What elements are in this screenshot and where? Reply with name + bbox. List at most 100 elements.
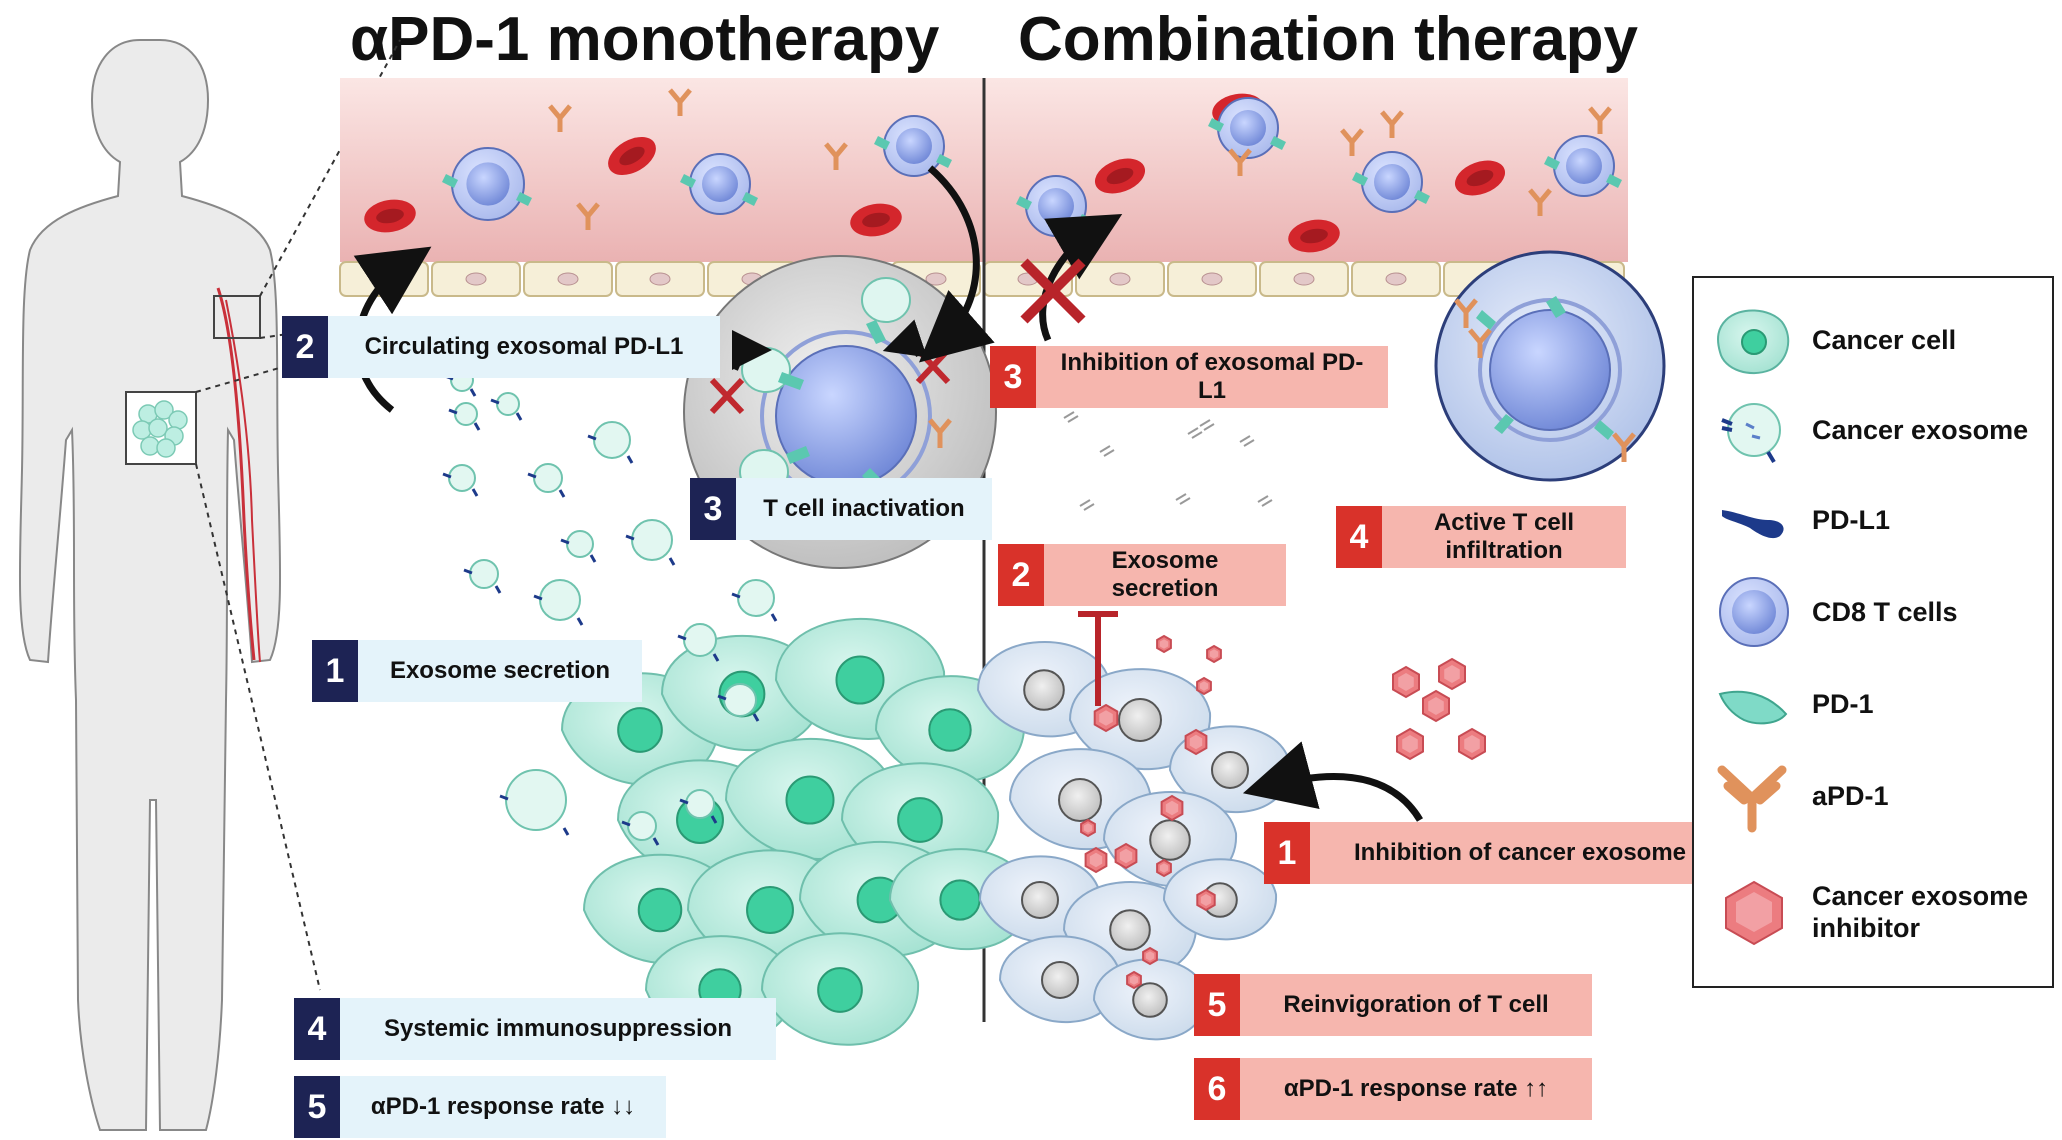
exosome-fragment [1257,495,1273,507]
tumor-mass-treated [976,641,1292,1041]
endothelial-layer [339,261,1625,297]
apd-1-antibody [1340,128,1364,156]
process-arrows [353,165,1423,822]
legend-label: PD-1 [1812,688,1874,719]
step-label: Exosome secretion [1044,544,1286,606]
red-blood-cell [850,203,902,237]
exosome-fragment [1175,493,1191,505]
step-left-2: 2 Circulating exosomal PD-L1 [282,316,720,378]
right-title: Combination therapy [1018,5,1639,74]
endothelial-nucleus [557,272,579,286]
circulating-t-cells [442,97,1622,237]
red-blood-cell [1094,158,1146,194]
red-blood-cell [1288,219,1340,253]
cancer-cell [998,935,1122,1024]
exosome-inhibitor [1142,946,1158,966]
step-right-3: 3 Inhibition of exosomal PD-L1 [990,346,1388,408]
apd-1-antibody [668,88,692,116]
exosome-inhibitor [1458,727,1486,761]
cancer-exosome [499,769,570,836]
legend-label-line-2: inhibitor [1812,913,1920,943]
cancer-exosome [533,579,584,626]
cancer-cell [760,932,920,1046]
step-right-4: 4 Active T cell infiltration [1336,506,1626,568]
pd-l1-icon [1722,510,1784,539]
step-right-1: 1 Inhibition of cancer exosome [1264,822,1730,884]
step-number-badge: 3 [690,478,736,540]
t-cell [1208,97,1286,159]
step-number-badge: 1 [1264,822,1310,884]
exosome-inhibitor [1184,728,1208,756]
cancer-exosome [717,683,760,722]
red-blood-cell [364,199,416,233]
t-cell [680,153,758,215]
active-t-cell [1434,250,1666,482]
endothelial-nucleus [465,272,487,286]
inhibition-bar [1078,611,1118,706]
cancer-exosome [463,559,502,594]
step-left-1: 1 Exosome secretion [312,640,642,702]
step-number-badge: 5 [1194,974,1240,1036]
legend-item: aPD-1 [1694,756,2054,836]
legend-label: Cancer exosome inhibitor [1812,866,2028,958]
endothelial-nucleus [649,272,671,286]
exosome-inhibitor [1114,842,1138,870]
step-number-badge: 6 [1194,1058,1240,1120]
exosome-inhibitor [1156,634,1172,654]
step-number-badge: 3 [990,346,1036,408]
step-label: Systemic immunosuppression [340,998,776,1060]
exosome-inhibitor [1093,703,1119,733]
step-label: Inhibition of cancer exosome [1310,822,1730,884]
step-right-6: 6 αPD-1 response rate ↑↑ [1194,1058,1592,1120]
exosome-inhibitor [1196,676,1212,696]
apd-1-antibody [576,202,600,230]
step-label-line-2: infiltration [1445,537,1563,564]
legend-label: Cancer exosome [1812,414,2029,445]
step-left-3: 3 T cell inactivation [690,478,992,540]
step-right-2: 2 Exosome secretion [998,544,1286,606]
exosome-inhibitor-icon [1725,880,1783,946]
red-blood-cell [608,137,656,175]
cancer-exosome [527,463,566,498]
cancer-exosome [587,421,634,464]
step-number-badge: 4 [294,998,340,1060]
human-body-silhouette [18,39,401,1131]
t-cell [1352,151,1430,213]
cancer-exosome [448,402,481,431]
step-label: Active T cell infiltration [1382,506,1626,568]
cd8-t-cell-icon [1719,577,1789,647]
free-exosome-fragments [1063,411,1273,511]
legend-label: PD-L1 [1812,504,1891,535]
exosome-inhibitors [1080,634,1486,990]
apd-1-antibody [1588,106,1612,134]
apd-1-antibody [824,142,848,170]
step-label: T cell inactivation [736,478,992,540]
legend-label: Cancer cell [1812,324,1957,355]
exosome-inhibitor [1438,657,1466,691]
circulating-apd1-antibodies [548,88,1612,230]
cancer-exosome [621,811,660,846]
exosome-fragment [1079,499,1095,511]
step-left-4: 4 Systemic immunosuppression [294,998,776,1060]
cancer-exosome [560,530,597,563]
legend-label: CD8 T cells [1812,596,1958,627]
exosome-fragment [1239,435,1255,447]
cancer-exosome [442,464,479,497]
t-cell [1544,135,1622,197]
step-number-badge: 2 [998,544,1044,606]
endothelial-nucleus [1385,272,1407,286]
step-number-badge: 1 [312,640,358,702]
step-label: αPD-1 response rate ↑↑ [1240,1058,1592,1120]
cancer-cell [1092,958,1208,1041]
cancer-exosome [625,519,676,566]
cancer-exosome [679,789,718,824]
step-number-badge: 5 [294,1076,340,1138]
exosome-inhibitor [1156,858,1172,878]
step-label: Exosome secretion [358,640,642,702]
endothelial-nucleus [925,272,947,286]
endothelial-nucleus [1293,272,1315,286]
step-label: Reinvigoration of T cell [1240,974,1592,1036]
blocked-x-mark [1020,258,1086,324]
exosome-inhibitor [1206,644,1222,664]
